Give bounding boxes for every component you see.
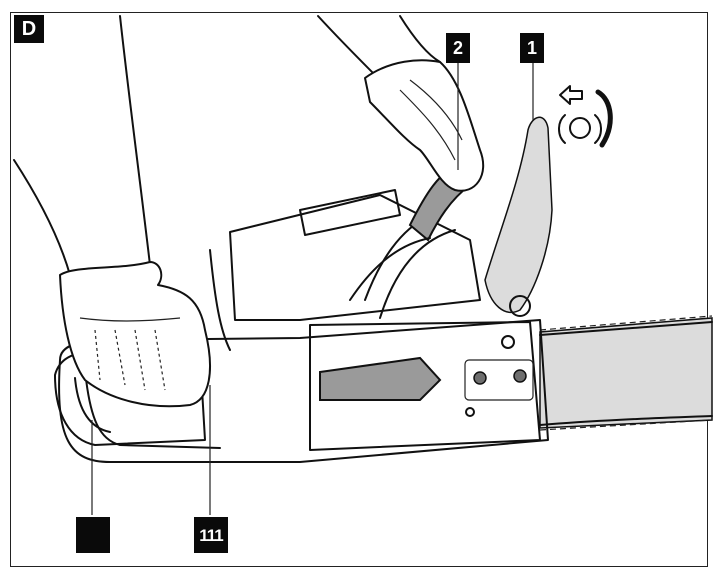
- panel-letter: D: [14, 15, 44, 43]
- callout-label-2: 2: [446, 33, 470, 63]
- callout-label-blank: [76, 517, 110, 553]
- callout-leader-lines: [91, 63, 534, 515]
- rotation-arc-icon: [595, 89, 613, 148]
- arrow-left-icon: [559, 85, 583, 105]
- left-glove: [59, 261, 211, 408]
- left-arm: [13, 15, 151, 276]
- callout-label-111: 111: [194, 517, 228, 553]
- clutch-cover: [309, 321, 541, 451]
- callout-label-1: 1: [520, 33, 544, 63]
- rear-handle: [54, 350, 206, 446]
- chainsaw-bar: [539, 317, 713, 429]
- right-glove: [364, 59, 485, 192]
- saw-chain: [539, 315, 713, 431]
- front-hand-guard: [484, 116, 553, 317]
- lock-symbol-icon: [558, 114, 602, 144]
